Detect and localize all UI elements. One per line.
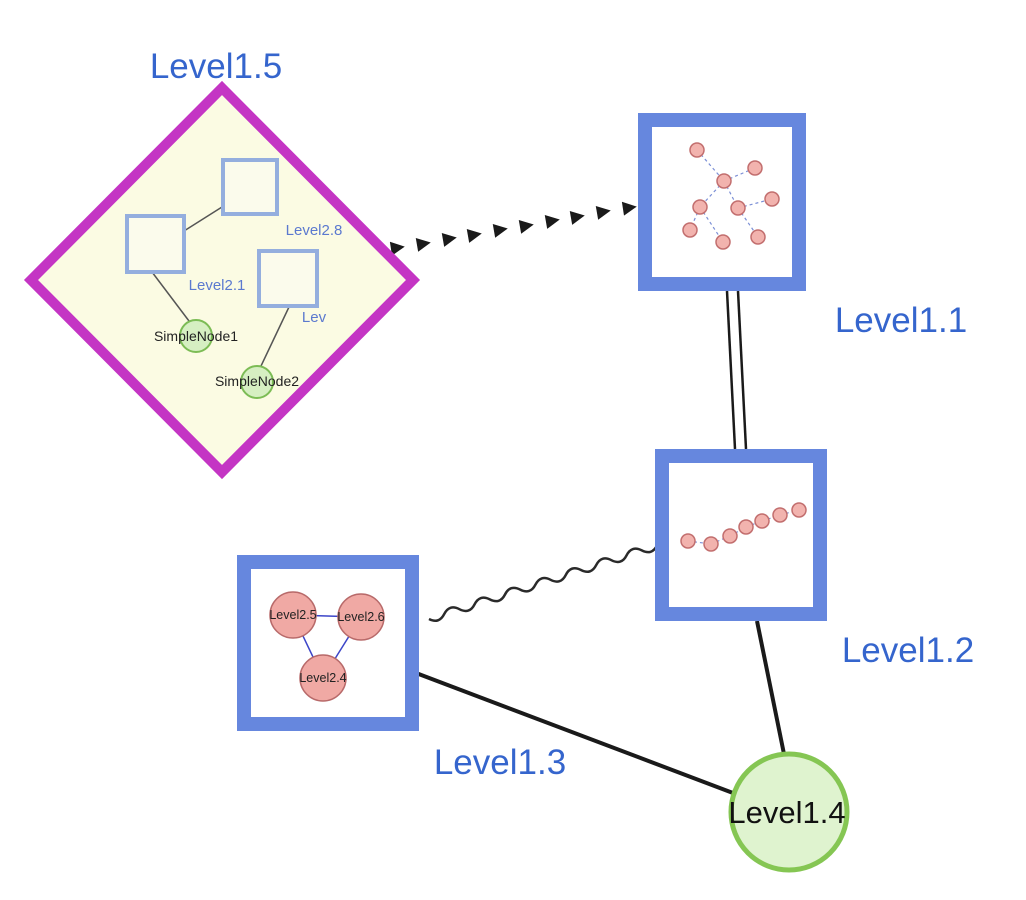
node-label-lev: Lev (302, 309, 327, 326)
node-simplenode2[interactable] (240, 365, 274, 399)
inner-edge-lev-to-simplenode2[interactable] (260, 306, 290, 367)
mini-node[interactable] (730, 200, 746, 216)
node-label-level2-6: Level2.6 (337, 610, 384, 624)
mini-node[interactable] (680, 533, 696, 549)
edge-level1-5-to-level1-1[interactable] (389, 201, 637, 256)
mini-node[interactable] (747, 160, 763, 176)
mini-node[interactable] (791, 502, 807, 518)
node-level1-4[interactable] (728, 751, 850, 873)
edge-level1-2-to-level1-4[interactable] (755, 620, 786, 755)
mini-node[interactable] (772, 507, 788, 523)
mini-node[interactable] (682, 222, 698, 238)
node-simplenode1[interactable] (179, 319, 213, 353)
mini-node[interactable] (722, 528, 738, 544)
mini-node[interactable] (692, 199, 708, 215)
node-label-level2-8: Level2.8 (286, 222, 343, 239)
node-label-simplenode1: SimpleNode1 (154, 328, 238, 344)
inner-edge-level2-1-to-level2-8[interactable] (183, 206, 223, 232)
mini-node[interactable] (738, 519, 754, 535)
inner-edge-level2-1-to-simplenode1[interactable] (151, 271, 190, 322)
edge-level1-3-to-level1-4[interactable] (415, 671, 734, 795)
node-level2-1[interactable] (125, 214, 186, 274)
node-label-level2-1: Level2.1 (189, 277, 246, 294)
group-node-level1-5: Level2.8 Level2.1 Lev SimpleNode1 Simple… (23, 80, 421, 480)
level1-3-inner-graph: Level2.5 Level2.6 Level2.4 (269, 591, 385, 702)
node-lev[interactable] (257, 249, 319, 308)
node-label-level2-5: Level2.5 (269, 608, 316, 622)
node-level2-4[interactable] (299, 654, 347, 702)
edge-level1-1-to-level1-2[interactable] (725, 290, 748, 450)
level1-1-inner-graph (682, 142, 780, 250)
group-label-level1-1: Level1.1 (835, 301, 967, 340)
node-level2-6[interactable] (337, 593, 385, 641)
node-label-level2-4: Level2.4 (299, 671, 346, 685)
level1-5-diamond-shape[interactable] (23, 80, 421, 480)
mini-node[interactable] (715, 234, 731, 250)
group-label-level1-2: Level1.2 (842, 631, 974, 670)
mini-node[interactable] (750, 229, 766, 245)
group-node-level1-2 (655, 449, 827, 621)
mini-node[interactable] (764, 191, 780, 207)
node-level2-8[interactable] (221, 158, 279, 216)
mini-node[interactable] (689, 142, 705, 158)
group-label-level1-3: Level1.3 (434, 743, 566, 782)
mini-node[interactable] (703, 536, 719, 552)
group-label-level1-5: Level1.5 (150, 47, 282, 86)
level1-1-box[interactable] (638, 113, 806, 291)
edge-level1-2-to-level1-3[interactable] (428, 544, 659, 622)
node-level2-5[interactable] (269, 591, 317, 639)
node-label-level1-4: Level1.4 (728, 795, 845, 830)
mini-node[interactable] (716, 173, 732, 189)
mini-node[interactable] (754, 513, 770, 529)
node-label-simplenode2: SimpleNode2 (215, 373, 299, 389)
group-node-level1-1 (638, 113, 806, 291)
level1-2-inner-graph (680, 502, 807, 552)
group-node-level1-3: Level2.5 Level2.6 Level2.4 (237, 555, 419, 731)
